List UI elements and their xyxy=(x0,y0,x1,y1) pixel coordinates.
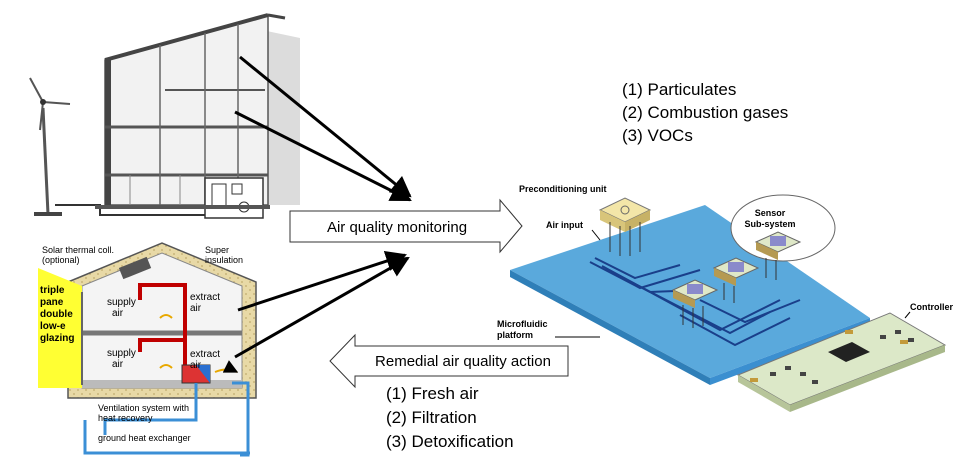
microfluidic-label: Microfluidic xyxy=(497,319,548,329)
supply-air-label: supply xyxy=(107,348,136,359)
passive-house-illustration xyxy=(38,242,257,457)
preconditioning-label: Preconditioning unit xyxy=(519,184,607,194)
solar-collector-icon xyxy=(118,256,152,280)
action-list: (1) Fresh air (2) Filtration (3) Detoxif… xyxy=(386,384,514,451)
sensor-module-icon xyxy=(712,257,760,286)
glazing-label: pane xyxy=(40,297,64,308)
extract-air-label: extract xyxy=(190,292,220,303)
microfluidic-platform-illustration xyxy=(510,194,870,385)
monitoring-input-arrows xyxy=(234,55,412,359)
action-item: (3) Detoxification xyxy=(386,432,514,451)
monitoring-arrow: Air quality monitoring xyxy=(289,198,523,254)
action-item: (1) Fresh air xyxy=(386,384,479,403)
remedial-label: Remedial air quality action xyxy=(375,353,551,370)
ground-heat-exchanger-label: ground heat exchanger xyxy=(98,433,191,443)
sensor-module-icon xyxy=(754,231,802,260)
sensor-module-icon xyxy=(671,279,719,308)
ground-pipe xyxy=(103,383,198,435)
preconditioning-unit-icon xyxy=(598,197,652,232)
glass-building-illustration xyxy=(55,13,300,219)
controller-board-illustration xyxy=(736,311,947,412)
glazing-label: triple xyxy=(40,285,65,296)
wind-turbine-icon xyxy=(29,77,71,216)
sensor-label: Sub-system xyxy=(744,219,795,229)
glazing-area xyxy=(38,268,82,388)
glazing-label: glazing xyxy=(40,333,74,344)
sensor-label: Sensor xyxy=(755,208,786,218)
solar-collector-label: (optional) xyxy=(42,255,80,265)
super-insulation-label: insulation xyxy=(205,255,243,265)
supply-air-label: air xyxy=(112,308,124,319)
action-item: (2) Filtration xyxy=(386,408,477,427)
air-input-label: Air input xyxy=(546,220,583,230)
ventilation-label: Ventilation system with xyxy=(98,403,189,413)
glazing-label: double xyxy=(40,309,73,320)
extract-air-label: air xyxy=(190,303,202,314)
extract-air-label: air xyxy=(190,360,202,371)
pollutant-item: (1) Particulates xyxy=(622,80,736,99)
supply-air-label: supply xyxy=(107,297,136,308)
extract-air-label: extract xyxy=(190,349,220,360)
remedial-arrow: Remedial air quality action xyxy=(329,333,569,389)
supply-air-label: air xyxy=(112,359,124,370)
super-insulation-label: Super xyxy=(205,245,229,255)
ventilation-label: heat recovery xyxy=(98,413,153,423)
controller-label: Controller xyxy=(910,302,953,312)
monitoring-label: Air quality monitoring xyxy=(327,219,467,236)
supply-duct xyxy=(138,283,187,380)
pollutant-list: (1) Particulates (2) Combustion gases (3… xyxy=(622,80,788,145)
pollutant-item: (2) Combustion gases xyxy=(622,103,788,122)
solar-collector-label: Solar thermal coll. xyxy=(42,245,114,255)
pollutant-item: (3) VOCs xyxy=(622,126,693,145)
microfluidic-label: platform xyxy=(497,330,533,340)
glazing-label: low-e xyxy=(40,321,66,332)
